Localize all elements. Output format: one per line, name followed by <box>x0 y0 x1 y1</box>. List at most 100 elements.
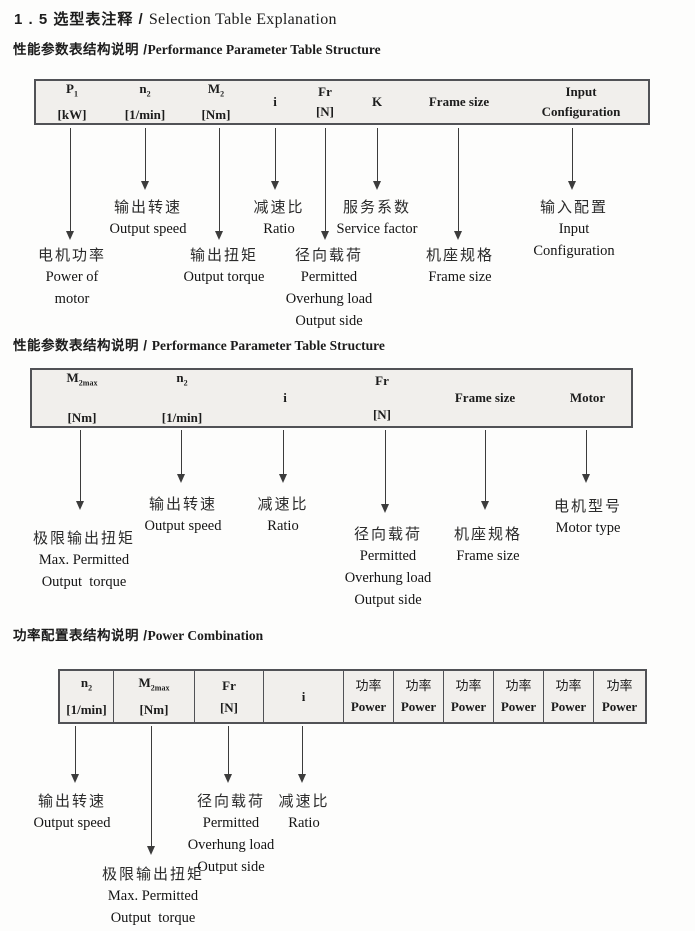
col-symbol: i <box>283 390 287 405</box>
callout-zh: 输出转速 <box>37 793 107 810</box>
callout-zh: 输出转速 <box>148 496 218 513</box>
callout-zh: 输出扭矩 <box>189 247 259 264</box>
table3-header-row: n2 [1/min] M2max [Nm] Fr [N] i 功率 Power … <box>58 669 647 724</box>
callout-en: Overhung load <box>344 570 432 586</box>
callout-input-configuration: 输入配置 Input Configuration <box>533 197 614 262</box>
section2-heading-en: Performance Parameter Table Structure <box>151 338 385 353</box>
col-symbol: Fr <box>375 373 389 388</box>
callout-en: Output side <box>354 592 422 608</box>
col-power-en: Power <box>550 699 587 714</box>
callout-zh: 极限输出扭矩 <box>101 866 205 883</box>
callout-frame-size: 机座规格 Frame size <box>426 245 494 288</box>
col-symbol: n2 <box>139 81 151 99</box>
callout-en: Frame size <box>456 548 520 564</box>
section1-heading-en: Performance Parameter Table Structure <box>147 42 381 57</box>
callout-en: Permitted <box>359 548 417 564</box>
callout-en: Service factor <box>336 221 418 237</box>
callout-en: Power of <box>45 269 99 285</box>
arrow-frame-size-down <box>481 430 490 510</box>
col-symbol: i <box>273 94 277 109</box>
callout-zh: 减速比 <box>253 199 305 216</box>
table1-col-p1: P1 [kW] <box>36 81 108 123</box>
section1-heading: 性能参数表结构说明 /Performance Parameter Table S… <box>13 38 381 59</box>
section2-heading-zh: 性能参数表结构说明 / <box>13 338 152 353</box>
col-symbol: K <box>371 94 383 109</box>
table3-col-power-6: 功率 Power <box>594 671 645 722</box>
table2-col-motor: Motor <box>544 370 631 426</box>
col-unit: [1/min] <box>124 106 166 122</box>
callout-en: Permitted <box>202 815 260 831</box>
callout-en: Motor type <box>555 520 621 536</box>
table1-header-row: P1 [kW] n2 [1/min] M2 [Nm] i Fr [N] K Fr… <box>34 79 650 125</box>
arrow-m2max-down <box>147 726 156 855</box>
arrow-motor-down <box>582 430 591 483</box>
table2-col-n2: n2 [1/min] <box>132 370 232 426</box>
col-symbol: M2max <box>138 674 170 693</box>
col-symbol: Frame size <box>428 94 490 109</box>
section2-heading: 性能参数表结构说明 / Performance Parameter Table … <box>13 334 385 355</box>
callout-en: Frame size <box>428 269 492 285</box>
callout-en: Input <box>558 221 590 237</box>
callout-zh: 径向载荷 <box>196 793 266 810</box>
arrow-frame-size-down <box>454 128 463 240</box>
callout-en: Ratio <box>288 815 320 831</box>
col-symbol: Frame size <box>454 390 516 405</box>
section1-heading-zh: 性能参数表结构说明 / <box>13 42 148 57</box>
callout-en: Ratio <box>263 221 295 237</box>
col-power-zh: 功率 <box>355 678 382 693</box>
callout-output-speed: 输出转速 Output speed <box>34 791 111 834</box>
callout-service-factor: 服务系数 Service factor <box>337 197 418 240</box>
callout-ratio: 减速比 Ratio <box>257 494 308 537</box>
callout-frame-size: 机座规格 Frame size <box>454 524 522 567</box>
callout-zh: 输入配置 <box>539 199 609 216</box>
table3-col-power-3: 功率 Power <box>444 671 494 722</box>
callout-zh: 机座规格 <box>425 247 495 264</box>
arrow-n2-down <box>141 128 150 190</box>
arrow-fr-down <box>381 430 390 513</box>
callout-en: Max. Permitted <box>38 552 130 568</box>
col-power-zh: 功率 <box>505 678 532 693</box>
table1-col-n2: n2 [1/min] <box>108 81 182 123</box>
table2-header-row: M2max [Nm] n2 [1/min] i Fr [N] Frame siz… <box>30 368 633 428</box>
callout-zh: 减速比 <box>278 793 330 810</box>
table2-col-fr: Fr [N] <box>338 370 426 426</box>
callout-overhung-load: 径向载荷 Permitted Overhung load Output side <box>286 245 373 332</box>
callout-zh: 机座规格 <box>453 526 523 543</box>
callout-output-speed: 输出转速 Output speed <box>145 494 222 537</box>
callout-zh: 电机型号 <box>553 498 623 515</box>
arrow-k-down <box>373 128 382 190</box>
callout-en: Overhung load <box>187 837 275 853</box>
col-power-en: Power <box>500 699 537 714</box>
callout-en: Output speed <box>33 815 111 831</box>
callout-max-permitted-output-torque: 极限输出扭矩 Max. Permitted Output torque <box>33 528 135 593</box>
arrow-n2-down <box>177 430 186 483</box>
callout-power-of-motor: 电机功率 Power of motor <box>38 245 106 310</box>
col-unit: [N] <box>372 407 392 422</box>
arrow-m2max-down <box>76 430 85 510</box>
callout-en: Overhung load <box>285 291 373 307</box>
table3-col-fr: Fr [N] <box>195 671 264 722</box>
col-power-zh: 功率 <box>555 678 582 693</box>
table3-col-i: i <box>264 671 344 722</box>
page-title-en: Selection Table Explanation <box>148 11 337 28</box>
col-symbol: Motor <box>569 390 606 405</box>
callout-output-speed: 输出转速 Output speed <box>110 197 187 240</box>
col-power-zh: 功率 <box>405 678 432 693</box>
callout-ratio: 减速比 Ratio <box>278 791 329 834</box>
callout-max-permitted-output-torque: 极限输出扭矩 Max. Permitted Output torque <box>102 864 204 929</box>
arrow-i-down <box>298 726 307 783</box>
callout-en: Output speed <box>109 221 187 237</box>
callout-en: Output side <box>295 313 363 329</box>
col-symbol-line2: Configuration <box>541 104 621 119</box>
col-unit: [1/min] <box>161 409 203 425</box>
callout-zh: 电机功率 <box>37 247 107 264</box>
section3-heading: 功率配置表结构说明 /Power Combination <box>13 624 263 645</box>
col-symbol: Input <box>565 84 597 99</box>
table3-col-n2: n2 [1/min] <box>60 671 114 722</box>
callout-output-torque: 输出扭矩 Output torque <box>184 245 265 288</box>
arrow-n2-down <box>71 726 80 783</box>
callout-en: Output torque <box>110 910 196 926</box>
arrow-fr-down <box>321 128 330 240</box>
col-symbol: P1 <box>66 81 78 99</box>
